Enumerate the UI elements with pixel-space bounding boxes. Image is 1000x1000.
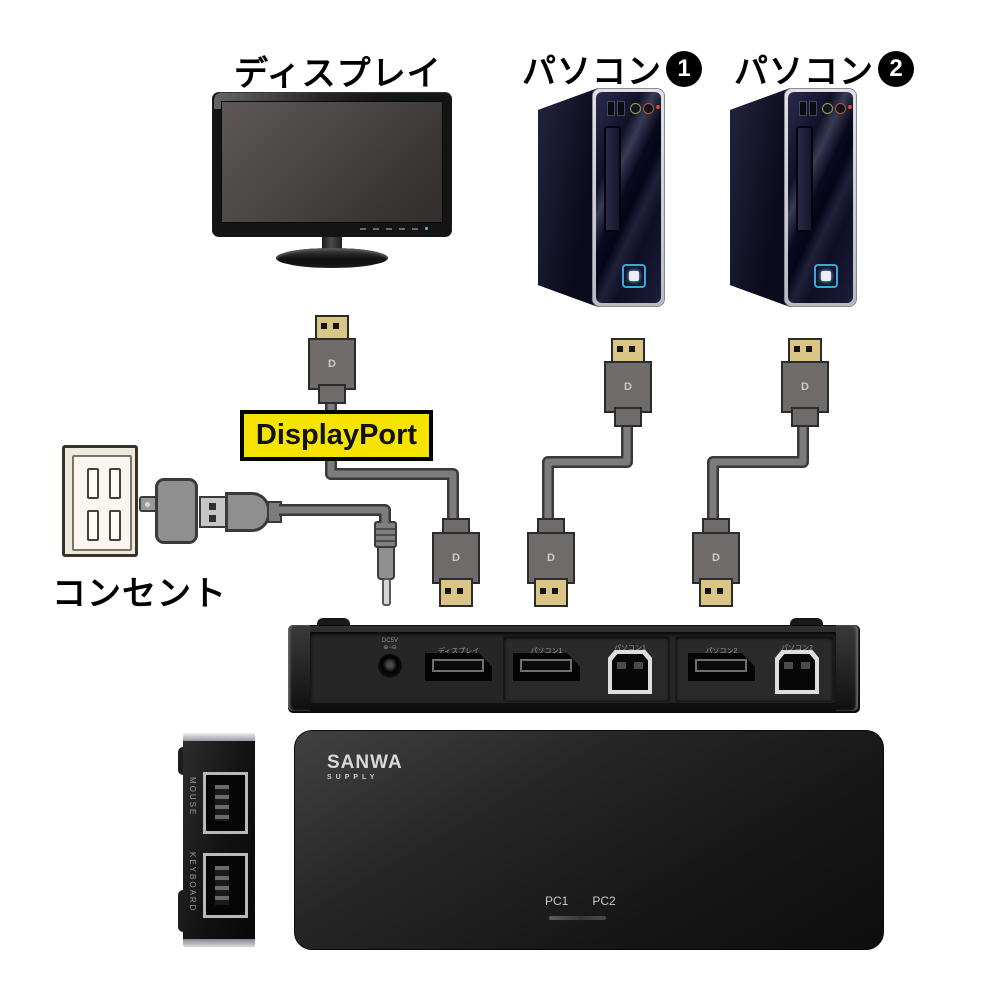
pc1-led: [656, 105, 660, 109]
dp-plug-tip: [699, 578, 733, 607]
pc2-label-text: パソコン: [734, 53, 874, 91]
pc2-tower-side: [730, 88, 790, 307]
dc-plug-tip: [382, 578, 391, 606]
pc1-dp-port-label: パソコン1: [530, 648, 563, 655]
side-top-edge: [183, 733, 255, 741]
displayport-logo-icon: D: [452, 552, 460, 564]
pc1-power-button: [622, 264, 646, 288]
pc2-dp-connector: D: [781, 338, 829, 427]
dp-plug-tip: [534, 578, 568, 607]
displayport-logo-icon: D: [801, 381, 809, 393]
pc1-usb-port-icon: [607, 101, 615, 116]
displayport-logo-icon: D: [624, 381, 632, 393]
switch-pc2-dp-connector: D: [692, 518, 740, 607]
pc2-optical-drive: [796, 126, 813, 232]
monitor-buttons: [360, 227, 428, 230]
number-1-badge: 1: [666, 50, 702, 87]
outlet-plate: [72, 455, 132, 551]
console-dp-connector: D: [432, 518, 480, 607]
indicator-slot: [549, 916, 606, 920]
displayport-logo-icon: D: [547, 552, 555, 564]
mouse-usb-port: [203, 772, 248, 834]
console-dp-port: [425, 653, 492, 681]
ac-adapter: [155, 478, 198, 544]
displayport-tag: DisplayPort: [240, 410, 433, 461]
pc2-audio-jack-green-icon: [822, 103, 833, 114]
keyboard-usb-port: [203, 853, 248, 918]
pc1-usb-port-icon: [617, 101, 625, 116]
pc1-optical-drive: [604, 126, 621, 232]
pc1-audio-jack-green-icon: [630, 103, 641, 114]
dc-jack-label: DC5V ⊕−⊖: [381, 638, 398, 651]
pc2-tower: [730, 88, 857, 307]
pc1-tower-front: [592, 88, 665, 307]
monitor-stand-neck: [322, 237, 342, 251]
monitor-dp-connector: D: [308, 315, 356, 404]
brand-name: SANWA: [327, 752, 403, 773]
brand-subname: SUPPLY: [327, 774, 379, 781]
pc1-audio-jack-red-icon: [643, 103, 654, 114]
pc2-usb-port-icon: [809, 101, 817, 116]
console-port-label: ディスプレイ: [437, 648, 480, 655]
pc1-tower: [538, 88, 665, 307]
brand-logo: SANWA SUPPLY: [327, 753, 403, 781]
pc1-usb-port-label: パソコン1: [614, 645, 646, 652]
kvm-switch-top: SANWA SUPPLY PC1 PC2: [294, 730, 884, 950]
dc-power-jack: [378, 654, 402, 678]
pc2-led: [848, 105, 852, 109]
rear-right-cap: [836, 625, 858, 711]
pc2-power-button: [814, 264, 838, 288]
pc2-label: パソコン 2: [734, 44, 914, 93]
pc2-dp-port-label: パソコン2: [705, 648, 738, 655]
keyboard-port-label: KEYBOARD: [188, 852, 197, 913]
monitor-screen: [221, 101, 443, 223]
pc2-usb-b-port: [775, 650, 819, 694]
pc2-dp-port: [688, 653, 755, 681]
number-2-badge: 2: [878, 50, 914, 87]
selector-labels: PC1 PC2: [545, 894, 616, 908]
outlet-label: コンセント: [52, 575, 227, 613]
displayport-logo-icon: D: [712, 552, 720, 564]
pc2-indicator-label: PC2: [592, 894, 616, 908]
wall-outlet: [62, 445, 138, 557]
kvm-switch-rear: DC5V ⊕−⊖ ディスプレイ パソコン1 パソコン1 パソコン2 パソコン2: [288, 616, 860, 713]
monitor: [212, 92, 452, 268]
usb-a-plug: [199, 496, 227, 528]
displayport-tag-text: DisplayPort: [255, 419, 418, 451]
pc1-dp-port: [513, 653, 580, 681]
pc1-indicator-label: PC1: [545, 894, 569, 908]
monitor-label: ディスプレイ: [234, 55, 442, 93]
displayport-logo-icon: D: [328, 358, 336, 370]
side-bottom-edge: [183, 939, 255, 947]
dp-plug-tip: [439, 578, 473, 607]
pc2-usb-port-icon: [799, 101, 807, 116]
rear-left-cap: [288, 625, 310, 711]
pc1-tower-side: [538, 88, 598, 307]
pc1-dp-connector: D: [604, 338, 652, 427]
mouse-port-label: MOUSE: [188, 777, 197, 817]
kvm-switch-side: MOUSE KEYBOARD: [178, 733, 255, 947]
pc2-tower-front: [784, 88, 857, 307]
pc1-usb-b-port: [608, 650, 652, 694]
pc1-label: パソコン 1: [522, 44, 702, 93]
pc1-label-text: パソコン: [522, 53, 662, 91]
monitor-stand-base: [276, 248, 388, 268]
monitor-power-led: [425, 227, 428, 230]
switch-pc1-dp-connector: D: [527, 518, 575, 607]
pc2-usb-port-label: パソコン2: [781, 645, 813, 652]
pc2-audio-jack-red-icon: [835, 103, 846, 114]
